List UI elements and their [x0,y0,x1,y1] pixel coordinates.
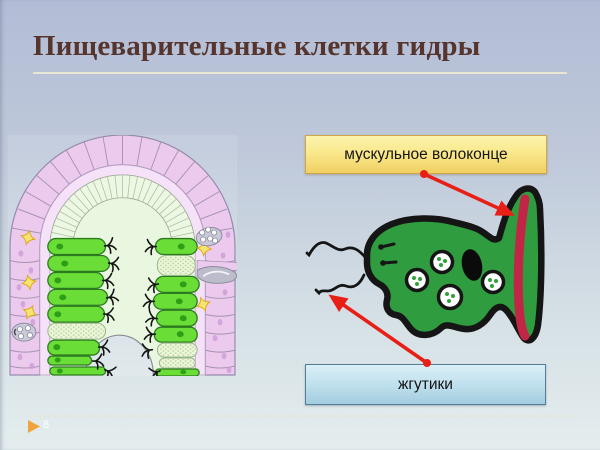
endoderm-nuclei [53,243,187,375]
basal-bodies [378,242,398,266]
cell-nucleus [461,249,483,281]
muscle-fiber-callout-text: мускульное волоконце [344,145,508,163]
cnidocytes [11,226,223,342]
muscle-fiber-stripe [513,194,530,341]
cell-flagella [305,241,367,296]
flagella-callout: жгутики [305,364,546,405]
title-underline [33,72,567,74]
hydra-body-wall-figure [8,135,237,376]
ectoderm-layer [9,135,236,376]
flagella-callout-text: жгутики [398,375,453,393]
food-vacuoles [404,249,506,311]
play-triangle-icon [28,420,40,433]
digestive-cell-figure [305,185,545,344]
stinging-thread [196,260,237,284]
page-number: 8 [43,419,50,431]
muscle-fiber-callout: мускульное волоконце [305,135,547,174]
page-title: Пищеварительные клетки гидры [33,30,481,62]
footer-dotted-rule [29,415,573,417]
ectoderm-nuclei [16,231,232,374]
endoderm-cells [47,237,200,376]
